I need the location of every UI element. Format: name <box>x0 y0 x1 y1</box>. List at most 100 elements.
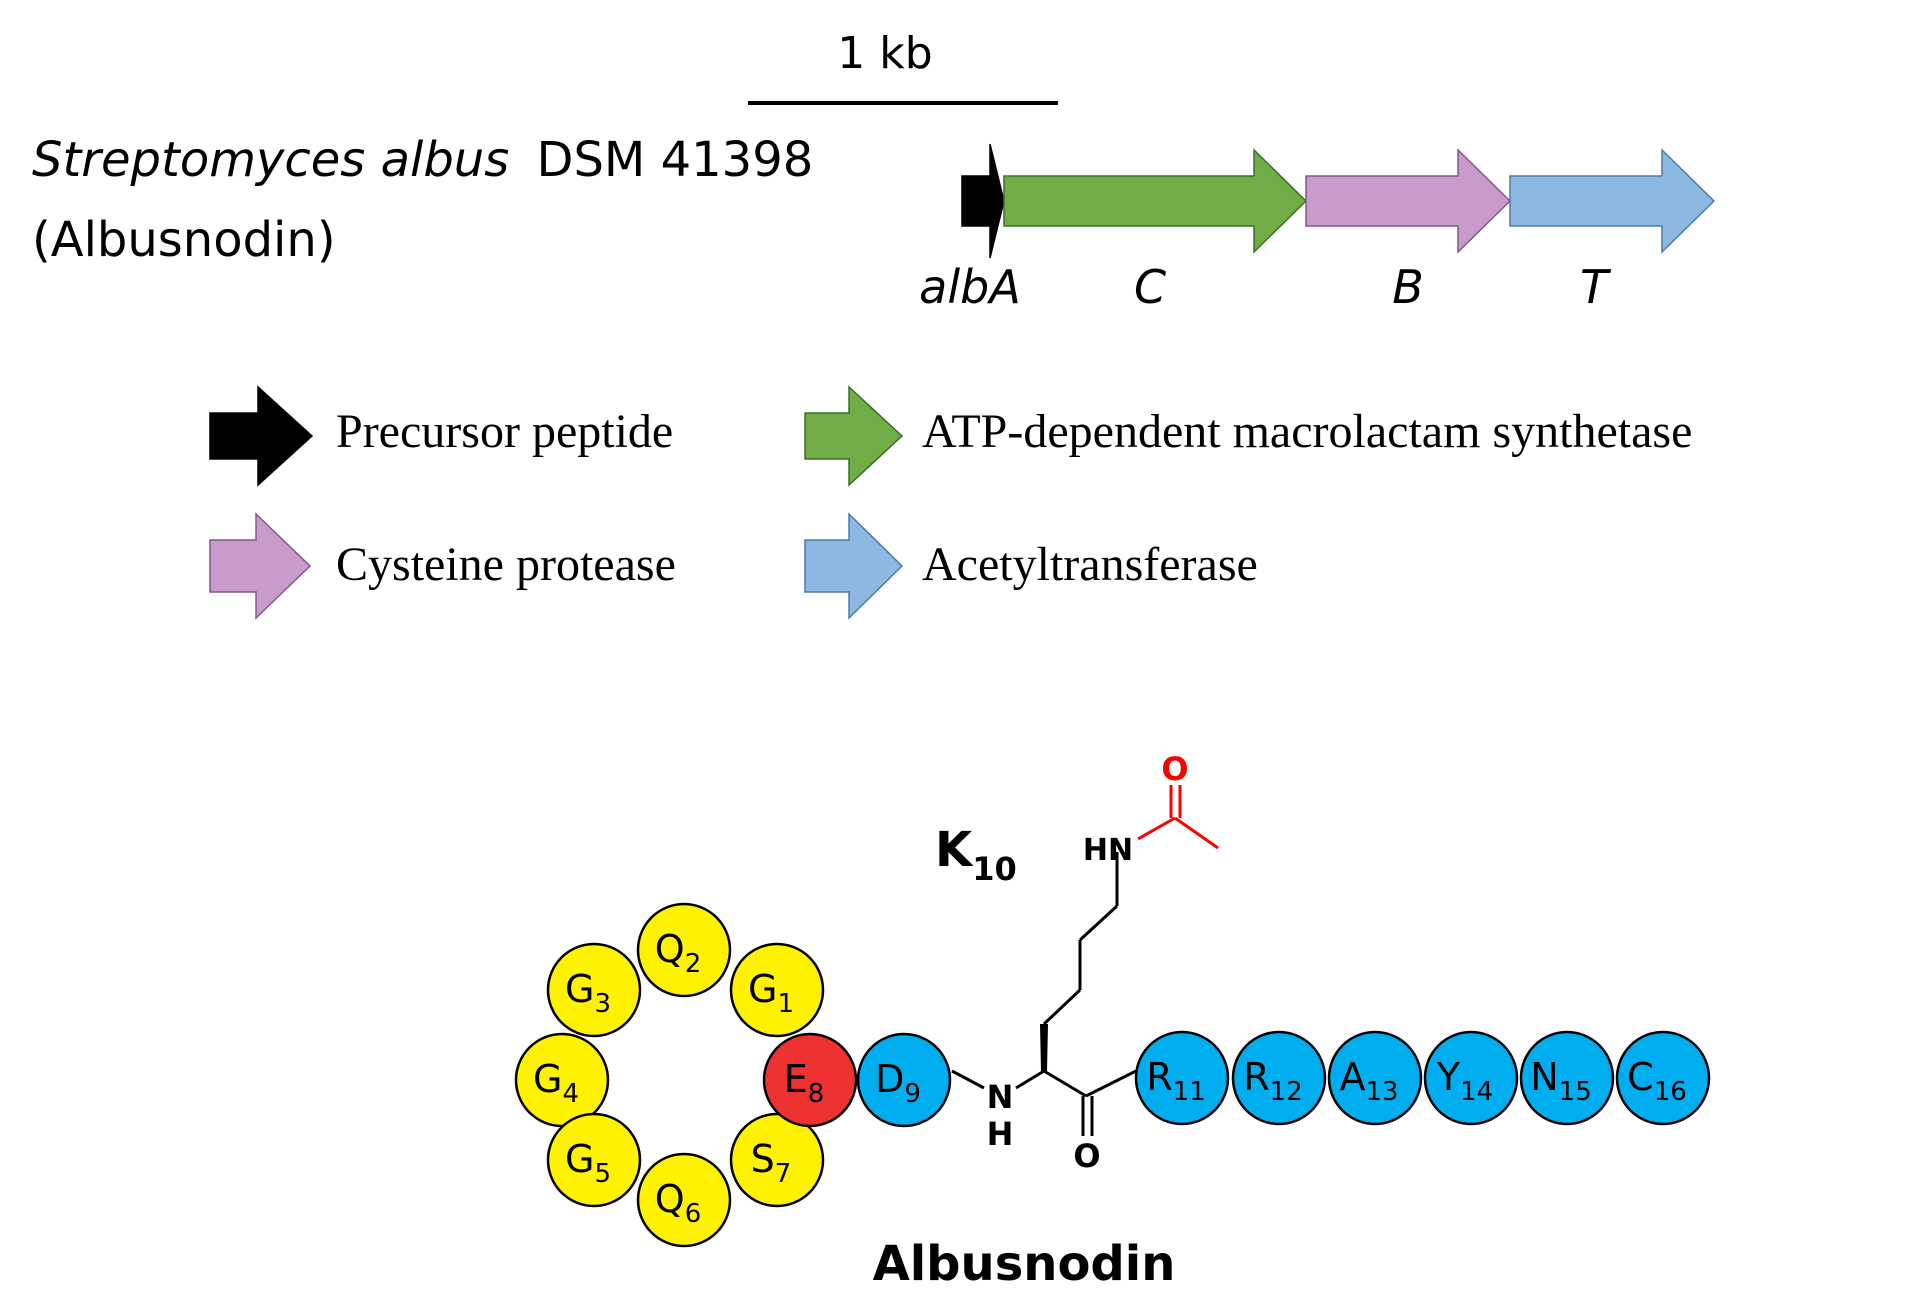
tail-residue-14-label: Y14 <box>1436 1055 1493 1107</box>
ring-residue-6: Q6 <box>636 1152 732 1248</box>
ring-residue-2-index: 2 <box>685 949 702 979</box>
ring-residue-1: G1 <box>729 942 825 1038</box>
tail-residue-13-label: A13 <box>1339 1055 1398 1107</box>
organism-strain: DSM 41398 <box>536 132 813 188</box>
ring-residue-2-label: Q2 <box>655 927 701 979</box>
ring-residue-7: S7 <box>729 1112 825 1208</box>
gene-cluster <box>961 143 1716 259</box>
residue-e8: E8 <box>762 1032 858 1128</box>
ring-residue-7-index: 7 <box>775 1159 792 1189</box>
gene-T-arrow <box>1509 148 1716 254</box>
atom-carbonyl-o: O <box>1073 1137 1100 1175</box>
residue-d9: D9 <box>856 1032 952 1128</box>
gene-B-arrow <box>1305 148 1512 254</box>
ring-residue-4-index: 4 <box>562 1079 579 1109</box>
ring-residue-7-circle <box>729 1112 825 1208</box>
gene-albA-arrow <box>961 143 1005 259</box>
tail-residue-16-index: 16 <box>1654 1077 1687 1107</box>
tail-residue-13-circle <box>1327 1030 1423 1126</box>
legend-acetyltransferase-label: Acetyltransferase <box>922 538 1258 591</box>
gene-T-label: T <box>1580 260 1612 314</box>
tail-residue-13-letter: A <box>1339 1055 1365 1099</box>
lysine-letter: K <box>935 822 974 878</box>
structure-title: Albusnodin <box>873 1236 1176 1292</box>
residue-e8-letter: E <box>784 1057 808 1101</box>
residue-d9-index: 9 <box>904 1079 921 1109</box>
tail-residue-16-letter: C <box>1627 1055 1654 1099</box>
structure-bonds <box>951 785 1219 1136</box>
tail-residue-14: Y14 <box>1423 1030 1519 1126</box>
ring-residue-1-letter: G <box>748 967 777 1011</box>
tail-residue-15: N15 <box>1519 1030 1615 1126</box>
legend-acetyltransferase-arrow <box>804 512 904 620</box>
tail-residue-11-index: 11 <box>1173 1077 1206 1107</box>
ring-residue-5-index: 5 <box>594 1159 611 1189</box>
lysine-index: 10 <box>972 850 1017 888</box>
tail-residue-13-index: 13 <box>1365 1077 1398 1107</box>
stereo-wedge <box>1040 1024 1048 1071</box>
ring-residue-1-circle <box>729 942 825 1038</box>
ring-residue-2-circle <box>636 902 732 998</box>
ring-residue-6-index: 6 <box>685 1199 702 1229</box>
atom-acetyl-o: O <box>1161 750 1188 788</box>
legend-protease-label: Cysteine protease <box>336 538 676 591</box>
tail-residue-15-circle <box>1519 1030 1615 1126</box>
atom-hn: HN <box>1083 833 1133 868</box>
organism-genus-species: Streptomyces albus <box>32 132 509 188</box>
tail-residue-11: R11 <box>1134 1030 1230 1126</box>
ring-residue-6-label: Q6 <box>655 1177 701 1229</box>
ring-residue-3-label: G3 <box>565 967 611 1019</box>
ring-residue-7-label: S7 <box>751 1137 792 1189</box>
tail-residue-16-label: C16 <box>1627 1055 1687 1107</box>
tail-residue-14-letter: Y <box>1436 1055 1461 1099</box>
residue-e8-label: E8 <box>784 1057 825 1109</box>
tail-residue-15-index: 15 <box>1559 1077 1592 1107</box>
ring-residue-3: G3 <box>546 942 642 1038</box>
lysine-label: K10 <box>935 822 1017 888</box>
ring-residue-4-letter: G <box>533 1057 562 1101</box>
ring-residue-3-index: 3 <box>594 989 611 1019</box>
ring-residue-3-letter: G <box>565 967 594 1011</box>
legend-precursor-arrow <box>209 385 314 487</box>
ring-residue-5: G5 <box>546 1112 642 1208</box>
tail-residue-12-letter: R <box>1243 1055 1269 1099</box>
legend-synthetase-label: ATP-dependent macrolactam synthetase <box>922 405 1692 458</box>
legend-protease-arrow <box>209 512 312 620</box>
gene-C-arrow <box>1003 148 1308 254</box>
residue-e8-circle <box>762 1032 858 1128</box>
ring-residue-4-label: G4 <box>533 1057 579 1109</box>
tail-residue-15-label: N15 <box>1530 1055 1592 1107</box>
tail-residue-16: C16 <box>1615 1030 1711 1126</box>
ring-residue-2-letter: Q <box>655 927 685 971</box>
atom-n: N <box>987 1078 1014 1116</box>
organism-product: (Albusnodin) <box>32 212 336 268</box>
residue-d9-letter: D <box>875 1057 904 1101</box>
scale-bar-label: 1 kb <box>837 28 932 79</box>
ring-residue-2: Q2 <box>636 902 732 998</box>
gene-B-label: B <box>1392 260 1424 314</box>
tail-residue-11-letter: R <box>1146 1055 1172 1099</box>
ring-residue-5-circle <box>546 1112 642 1208</box>
legend: Precursor peptide ATP-dependent macrolac… <box>209 385 1692 620</box>
ring-residue-1-label: G1 <box>748 967 794 1019</box>
ring-residue-5-label: G5 <box>565 1137 611 1189</box>
tail-residue-13: A13 <box>1327 1030 1423 1126</box>
gene-albA-label: albA <box>919 260 1021 314</box>
residue-d9-label: D9 <box>875 1057 921 1109</box>
tail-residue-14-circle <box>1423 1030 1519 1126</box>
tail-residue-11-circle <box>1134 1030 1230 1126</box>
tail-residue-12-circle <box>1231 1030 1327 1126</box>
atom-h: H <box>987 1115 1014 1153</box>
gene-C-label: C <box>1134 260 1166 314</box>
ring-residue-3-circle <box>546 942 642 1038</box>
ring-residue-6-letter: Q <box>655 1177 685 1221</box>
ring-residue-7-letter: S <box>751 1137 775 1181</box>
ring-residue-6-circle <box>636 1152 732 1248</box>
tail-residue-11-label: R11 <box>1146 1055 1206 1107</box>
ring-residue-1-index: 1 <box>777 989 794 1019</box>
residue-d9-circle <box>856 1032 952 1128</box>
legend-precursor-label: Precursor peptide <box>336 405 673 458</box>
tail-residue-16-circle <box>1615 1030 1711 1126</box>
